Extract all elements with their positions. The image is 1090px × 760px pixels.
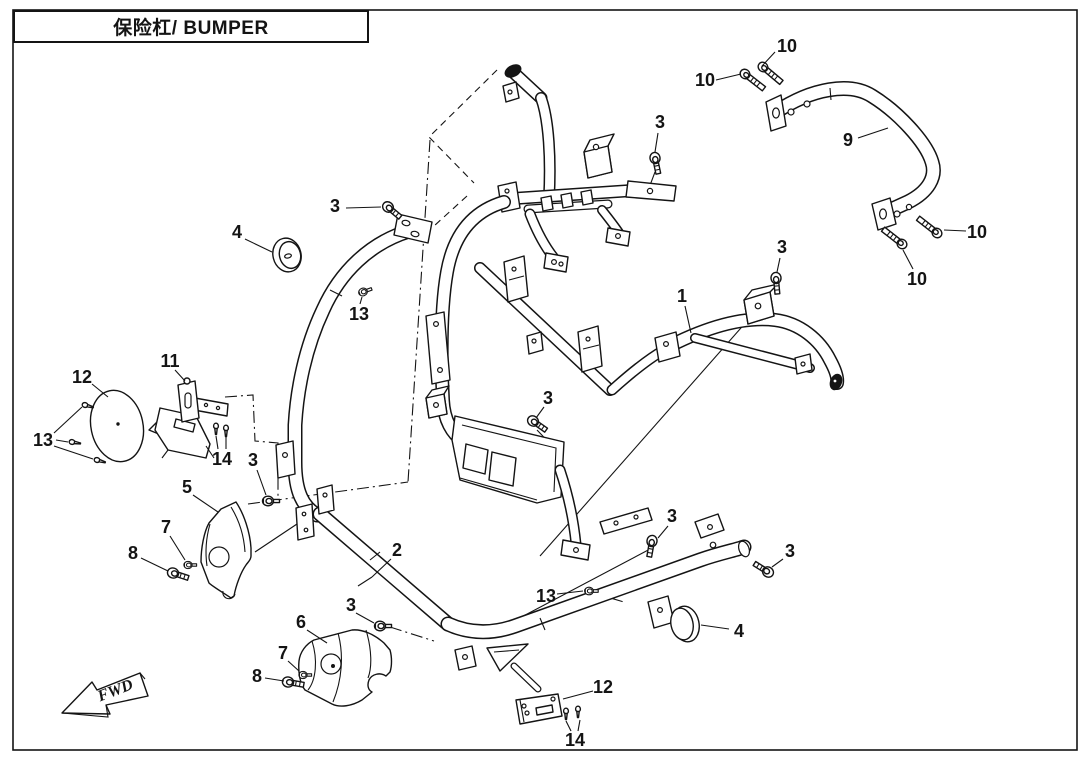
leader-line-3 xyxy=(535,406,545,419)
part-callout-1: 1 xyxy=(677,286,687,306)
part-callout-8: 8 xyxy=(252,666,262,686)
leader-line-13 xyxy=(359,296,363,305)
hitch-and-bracket-12 xyxy=(486,643,563,725)
part-callout-9: 9 xyxy=(843,130,853,150)
leader-line-10 xyxy=(761,51,776,67)
part-callout-6: 6 xyxy=(296,612,306,632)
part-6-cover xyxy=(298,629,393,707)
leader-line-4 xyxy=(700,624,730,630)
leader-line-3 xyxy=(776,257,781,273)
center-frame xyxy=(425,64,677,561)
part-callout-10: 10 xyxy=(907,269,927,289)
part-callout-3: 3 xyxy=(655,112,665,132)
part-callout-14: 14 xyxy=(565,730,585,750)
part-callout-13: 13 xyxy=(33,430,53,450)
bottom-cross-tube xyxy=(440,507,752,671)
leader-line-3 xyxy=(355,612,375,624)
leader-line-13 xyxy=(556,590,584,595)
leader-line-14 xyxy=(577,719,581,732)
part-4-end-cap-upper xyxy=(272,237,302,273)
part-callout-7: 7 xyxy=(161,517,171,537)
leader-line-10 xyxy=(715,73,742,81)
leader-line-7 xyxy=(169,535,186,561)
part-2-lower-tube xyxy=(295,484,456,632)
leader-line-3 xyxy=(256,469,267,496)
leader-line-3 xyxy=(654,132,659,153)
part-callout-13: 13 xyxy=(349,304,369,324)
part-callout-3: 3 xyxy=(248,450,258,470)
leader-line-8 xyxy=(264,677,285,682)
leader-line-4 xyxy=(244,238,273,253)
leader-line-11 xyxy=(174,369,186,382)
part-1-bumper-frame xyxy=(654,283,845,391)
leader-line-7 xyxy=(287,660,300,672)
part-callout-7: 7 xyxy=(278,643,288,663)
leader-line-13 xyxy=(53,406,83,434)
title-box: 保险杠/ BUMPER xyxy=(13,10,369,43)
part-callout-2: 2 xyxy=(392,540,402,560)
leader-line-14 xyxy=(215,435,219,450)
leader-line-3 xyxy=(657,525,669,539)
leader-line-6 xyxy=(306,629,328,644)
part-callout-3: 3 xyxy=(785,541,795,561)
leader-line-13 xyxy=(53,445,94,460)
leader-line-12 xyxy=(91,383,109,398)
part-9-rear-bar xyxy=(765,81,941,231)
part-callout-3: 3 xyxy=(667,506,677,526)
leader-line-10 xyxy=(902,249,914,270)
leader-line-2 xyxy=(357,576,373,587)
part-callout-3: 3 xyxy=(330,196,340,216)
part-callout-10: 10 xyxy=(777,36,797,56)
part-12-round-plate xyxy=(89,389,145,463)
leader-line-5 xyxy=(192,494,219,513)
part-callout-10: 10 xyxy=(967,222,987,242)
part-callout-11: 11 xyxy=(160,351,179,371)
leader-line-3 xyxy=(771,558,784,568)
part-callout-10: 10 xyxy=(695,70,715,90)
part-callout-8: 8 xyxy=(128,543,138,563)
part-callout-5: 5 xyxy=(182,477,192,497)
part-callout-3: 3 xyxy=(346,595,356,615)
fwd-arrow: FWD xyxy=(61,672,149,718)
page-title: 保险杠/ BUMPER xyxy=(113,18,269,39)
part-callout-12: 12 xyxy=(72,367,92,387)
leader-line-9 xyxy=(857,127,889,139)
part-callout-14: 14 xyxy=(212,449,232,469)
leader-line-8 xyxy=(140,557,169,572)
leader-line-13 xyxy=(55,439,69,443)
part-5-cover xyxy=(200,501,252,600)
leader-line-14 xyxy=(565,720,572,732)
page-border xyxy=(12,9,1078,751)
leader-line-1 xyxy=(684,305,692,334)
part-callout-3: 3 xyxy=(777,237,787,257)
leader-line-3 xyxy=(345,206,382,209)
part-callout-4: 4 xyxy=(734,621,744,641)
part-11-bracket xyxy=(148,377,229,459)
part-callout-12: 12 xyxy=(593,677,613,697)
part-callout-4: 4 xyxy=(232,222,242,242)
leader-line-12 xyxy=(562,690,594,700)
part-callout-3: 3 xyxy=(543,388,553,408)
leader-line-10 xyxy=(943,229,967,232)
part-4-left-tube xyxy=(275,213,433,523)
part-callout-13: 13 xyxy=(536,586,556,606)
leader-line-2 xyxy=(371,558,392,578)
